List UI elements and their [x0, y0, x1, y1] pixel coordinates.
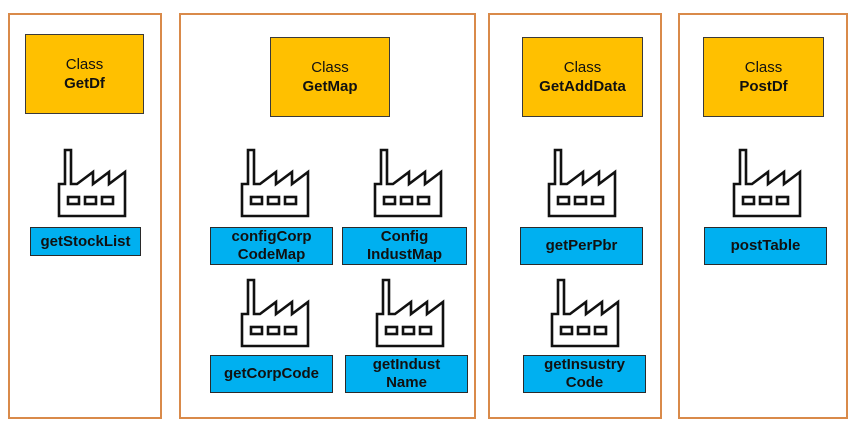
- class-box-getadddata: Class GetAddData: [522, 37, 643, 117]
- class-panel-getmap: Class GetMap configCorp CodeMap Config I…: [179, 13, 476, 419]
- class-name: GetAddData: [539, 78, 626, 95]
- factory-icon: [545, 148, 619, 218]
- factory-icon: [238, 278, 312, 348]
- class-keyword: Class: [311, 59, 349, 76]
- method-getstocklist: getStockList: [30, 227, 141, 256]
- factory-icon: [373, 278, 447, 348]
- class-keyword: Class: [744, 59, 783, 76]
- factory-icon: [548, 278, 622, 348]
- factory-icon: [730, 148, 804, 218]
- factory-icon: [371, 148, 445, 218]
- class-panel-getdf: Class GetDf getStockList: [8, 13, 162, 419]
- method-getindustname: getIndust Name: [345, 355, 468, 393]
- class-box-postdf: Class PostDf: [703, 37, 824, 117]
- class-box-getdf: Class GetDf: [25, 34, 144, 114]
- class-name: PostDf: [739, 78, 788, 95]
- class-panel-postdf: Class PostDf postTable: [678, 13, 848, 419]
- factory-icon: [55, 148, 129, 218]
- class-keyword: Class: [65, 56, 104, 73]
- class-keyword: Class: [563, 59, 602, 76]
- method-posttable: postTable: [704, 227, 827, 265]
- method-configcorpcodemap: configCorp CodeMap: [210, 227, 333, 265]
- class-name: GetMap: [302, 78, 358, 95]
- method-getperpbr: getPerPbr: [520, 227, 643, 265]
- class-box-getmap: Class GetMap: [270, 37, 390, 117]
- method-getinsustrycode: getInsustry Code: [523, 355, 646, 393]
- method-getcorpcode: getCorpCode: [210, 355, 333, 393]
- method-configindustmap: Config IndustMap: [342, 227, 467, 265]
- class-name: GetDf: [64, 75, 105, 92]
- class-panel-getadddata: Class GetAddData getPerPbr getInsustry C…: [488, 13, 662, 419]
- factory-icon: [238, 148, 312, 218]
